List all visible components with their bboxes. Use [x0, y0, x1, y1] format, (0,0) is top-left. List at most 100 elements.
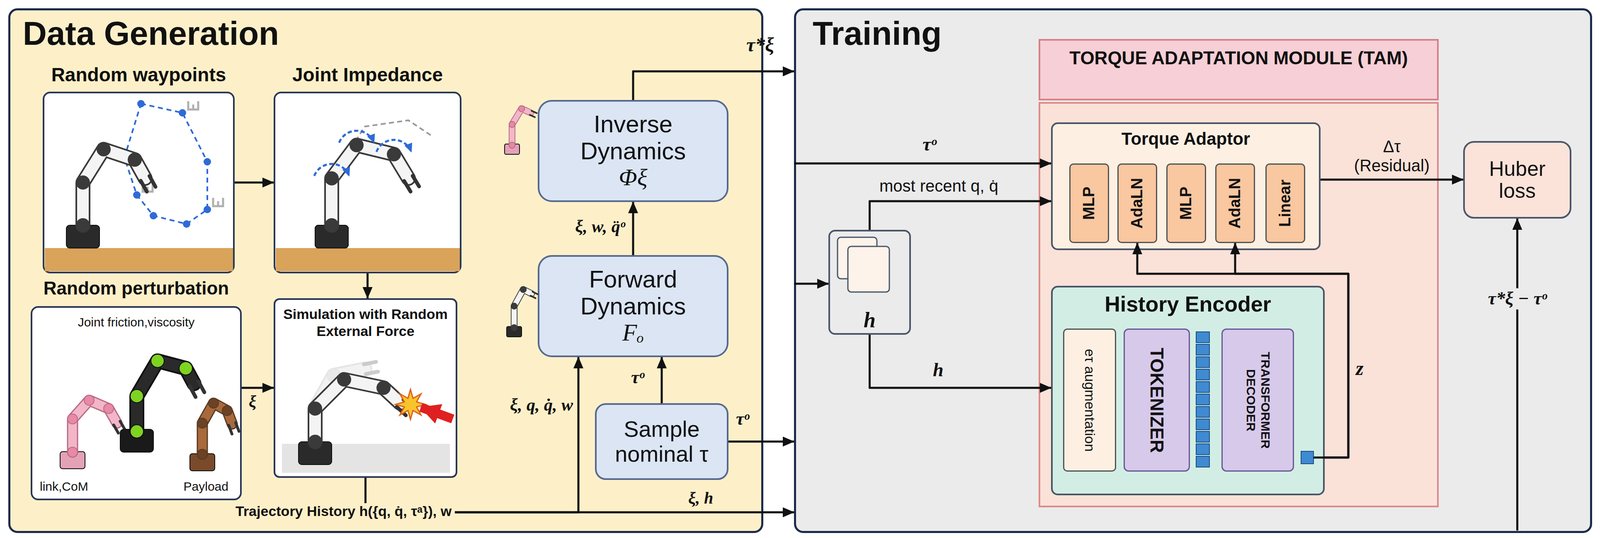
robot-joint [130, 424, 144, 438]
robot-finger [530, 295, 536, 299]
robot-joint [325, 171, 339, 185]
node-text: eτ augmentation [1081, 348, 1098, 452]
node-text: MLP [1080, 186, 1099, 220]
robot-joint [208, 398, 219, 408]
connector [660, 356, 663, 404]
robot-link-outline [315, 379, 401, 442]
waypoint-dot [203, 205, 212, 214]
ghost-gripper [213, 197, 224, 207]
robot-arm [506, 286, 538, 337]
robot-joint [308, 401, 322, 416]
node-text: AdaLN [1226, 177, 1245, 229]
external-force-arrow [420, 407, 453, 419]
token-square [1196, 406, 1210, 418]
edge-label: ξ, q, q̇, w [509, 394, 573, 415]
node-text: Fₒ [622, 319, 644, 347]
robot-joint [308, 434, 322, 449]
node-text: Joint friction,viscosity [32, 315, 241, 330]
robot-joint [511, 303, 518, 309]
layer-block: TOKENIZER [1123, 328, 1190, 472]
robot-link-outline [202, 403, 233, 455]
robot-joint [518, 105, 525, 112]
signal-wire [1313, 456, 1325, 459]
layer-block: Linear [1265, 163, 1306, 243]
robot-joint [520, 286, 527, 293]
robot-finger [532, 291, 538, 294]
node-text: Joint Impedance [242, 63, 493, 86]
robot-joint [130, 389, 144, 403]
table-surface [44, 247, 234, 272]
robot-link [514, 289, 532, 328]
robot-link [136, 360, 195, 432]
connector [365, 356, 579, 513]
annotation-label: τᵒ [922, 133, 937, 156]
robot-link-outline [82, 149, 146, 226]
process-box: Sample nominal τ [594, 403, 729, 480]
layer-block: AdaLN [1215, 163, 1256, 243]
robot-finger [140, 180, 148, 192]
token-square [1196, 381, 1210, 393]
robot-finger [364, 361, 377, 365]
waypoint-dot [178, 109, 187, 117]
robot-joint [337, 372, 351, 387]
sub-module: Torque AdaptorMLPAdaLNMLPAdaLNLinear [1051, 122, 1321, 251]
robot-arm [189, 398, 239, 471]
robot-arm [315, 138, 420, 248]
robot-arm [298, 372, 413, 465]
node-text: History Encoder [1052, 291, 1324, 317]
robot-joint [97, 142, 111, 156]
robot-finger [529, 114, 535, 118]
layer-block: TRANSFORMER DECODER [1221, 328, 1295, 472]
connector [234, 181, 274, 184]
node-text: Payload [183, 479, 229, 494]
robot-link-outline [136, 360, 195, 432]
edge-label: z [1355, 356, 1364, 380]
robot-joint [308, 401, 322, 416]
robot-joint [222, 405, 233, 416]
joint-motion-arrow [339, 130, 374, 143]
token-square [1196, 443, 1210, 455]
robot-link-outline [512, 108, 531, 146]
robot-joint [103, 403, 114, 414]
robot-joint [325, 218, 339, 232]
robot-joint [197, 417, 208, 428]
edge-label: Δτ (Residual) [1348, 136, 1436, 175]
edge-label: ξ, w, q̈ᵒ [575, 216, 626, 237]
node-text: link,CoM [39, 479, 89, 494]
robot-arm [315, 120, 434, 248]
robot-joint [179, 361, 193, 375]
robot-joint [150, 354, 165, 368]
robot-link [331, 145, 409, 226]
token-square [1196, 418, 1210, 430]
robot-link [72, 400, 117, 452]
node-text: TORQUE ADAPTATION MODULE (TAM) [1038, 46, 1439, 70]
layer-block: AdaLN [1117, 163, 1158, 243]
token-square [1196, 344, 1210, 355]
node-text: Training [812, 14, 942, 53]
node-text: Φξ [619, 164, 648, 192]
robot-finger [531, 110, 537, 114]
waypoint-dot [149, 211, 158, 220]
token-square [1196, 393, 1210, 405]
joint-motion-arrow [376, 139, 412, 152]
impact-burst [395, 389, 426, 420]
annotation-label: τ*ξ − τᵒ [1484, 288, 1551, 310]
robot-joint [387, 147, 401, 161]
robot-arm [66, 142, 156, 248]
node-text: Random waypoints [11, 63, 267, 86]
connector [366, 273, 369, 299]
robot-joint [84, 395, 95, 406]
robot-link-outline [331, 145, 409, 226]
robot-link-outline [514, 289, 532, 328]
connector [633, 71, 794, 100]
robot-joint [308, 434, 322, 449]
robot-link [202, 403, 233, 455]
panel: TraininghTORQUE ADAPTATION MODULE (TAM)T… [793, 8, 1593, 533]
robot-joint [76, 218, 90, 232]
loss-box: Huber loss [1463, 140, 1572, 219]
token-square [1196, 456, 1210, 467]
robot-link [512, 108, 531, 146]
node-text: AdaLN [1128, 177, 1147, 229]
edge-label: τᵒ [735, 408, 750, 430]
